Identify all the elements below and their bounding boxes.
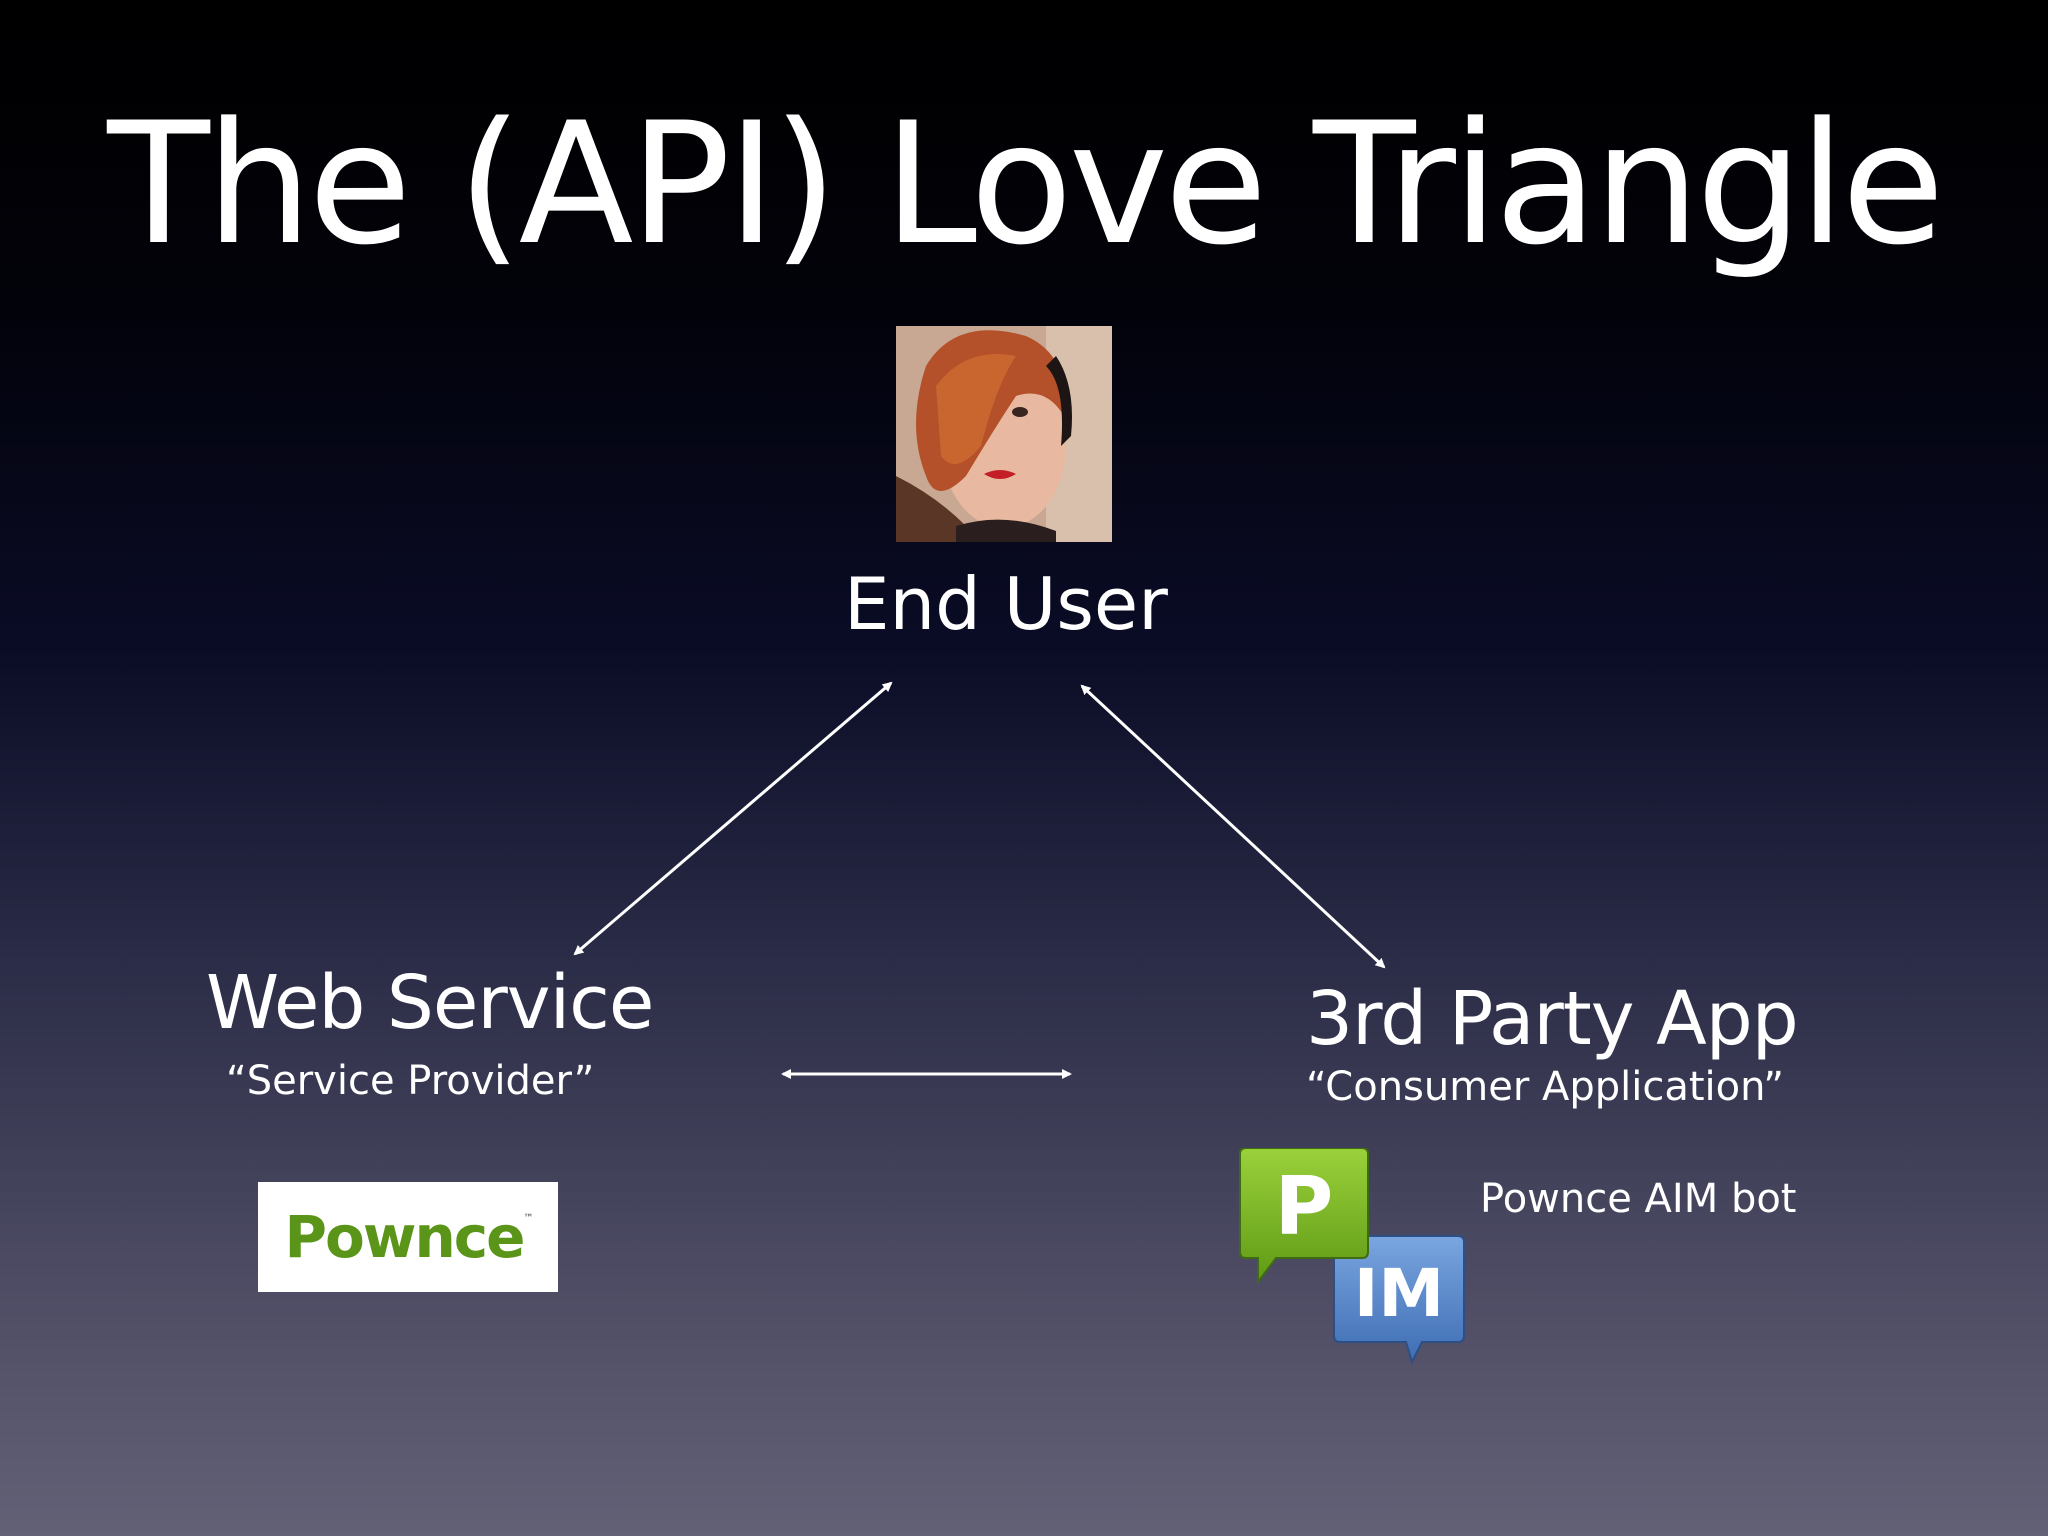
end-user-label: End User — [844, 562, 1168, 646]
third-party-app-sublabel: “Consumer Application” — [1306, 1064, 1785, 1110]
pownce-logo: Pownce™ — [258, 1182, 558, 1292]
pownce-p-icon: P — [1239, 1148, 1369, 1285]
arrow-end-user-third-party — [1080, 684, 1386, 969]
pownce-trademark: ™ — [523, 1213, 533, 1224]
aim-im-icon-text: IM — [1354, 1255, 1444, 1332]
pownce-logo-text: Pownce™ — [284, 1203, 534, 1271]
pownce-aim-bot-label: Pownce AIM bot — [1480, 1176, 1797, 1222]
arrow-web-service-end-user — [573, 681, 893, 956]
pownce-p-icon-text: P — [1275, 1160, 1334, 1253]
end-user-photo-graphic — [896, 326, 1112, 542]
third-party-app-label: 3rd Party App — [1306, 976, 1799, 1062]
end-user-photo — [896, 326, 1112, 542]
pownce-aim-icons: IM P — [1239, 1148, 1465, 1365]
slide-title: The (API) Love Triangle — [107, 86, 1945, 282]
pownce-logo-word: Pownce — [284, 1203, 526, 1271]
web-service-sublabel: “Service Provider” — [226, 1058, 595, 1104]
web-service-label: Web Service — [206, 960, 654, 1046]
